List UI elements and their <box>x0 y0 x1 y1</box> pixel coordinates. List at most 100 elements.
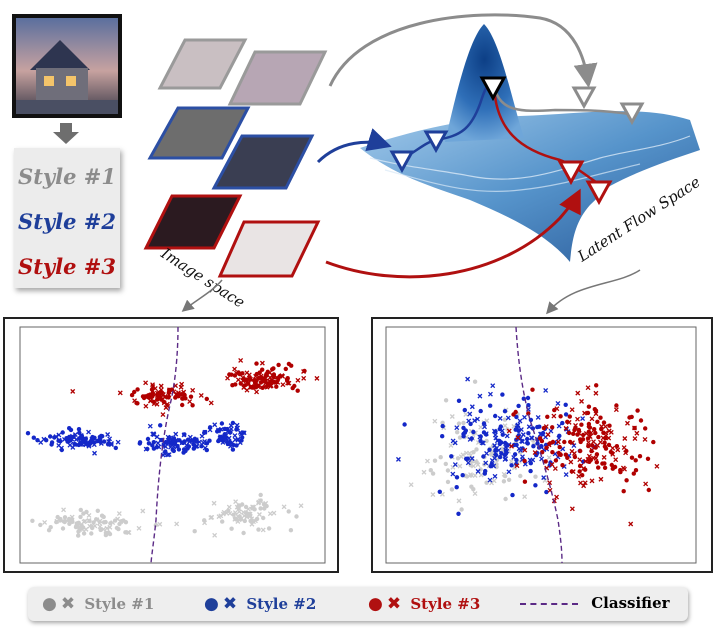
scatter-point-circle <box>500 392 505 397</box>
flow-markers <box>389 76 645 206</box>
scatter-point-cross <box>477 434 483 440</box>
scatter-point-circle <box>55 514 60 520</box>
scatter-point-circle <box>560 463 565 468</box>
scatter-point-cross <box>156 390 162 396</box>
scatter-point-cross <box>492 473 498 479</box>
scatter-point-cross <box>515 423 520 429</box>
scatter-point-cross <box>72 432 78 438</box>
scatter-point-cross <box>61 507 67 513</box>
scatter-point-circle <box>502 417 508 422</box>
scatter-point-cross <box>181 432 187 438</box>
scatter-point-circle <box>456 511 461 516</box>
scatter-point-circle <box>643 426 648 431</box>
scatter-point-cross <box>568 459 574 465</box>
scatter-point-circle <box>101 520 107 525</box>
scatter-point-circle <box>558 414 563 419</box>
scatter-point-circle <box>462 407 467 413</box>
scatter-point-cross <box>506 428 512 434</box>
scatter-point-cross <box>511 454 517 460</box>
scatter-point-cross <box>469 404 475 410</box>
scatter-point-circle <box>586 443 591 449</box>
scatter-point-cross <box>190 387 196 393</box>
scatter-point-cross <box>280 373 286 379</box>
scatter-point-cross <box>109 440 114 446</box>
scatter-point-circle <box>633 468 639 473</box>
scatter-point-cross <box>480 440 486 446</box>
scatter-point-cross <box>578 480 583 486</box>
scatter-point-cross <box>606 435 612 441</box>
scatter-point-cross <box>515 435 521 441</box>
scatter-point-cross <box>467 436 473 442</box>
scatter-point-circle <box>461 420 466 426</box>
scatter-point-cross <box>487 477 493 483</box>
scatter-point-cross <box>555 439 561 445</box>
scatter-point-cross <box>463 411 469 417</box>
scatter-point-circle <box>525 395 531 401</box>
scatter-point-cross <box>83 526 89 532</box>
scatter-point-circle <box>610 466 615 471</box>
source-house-photo <box>12 14 122 118</box>
scatter-point-circle <box>258 492 263 498</box>
scatter-point-cross <box>73 437 79 442</box>
scatter-point-circle <box>166 395 171 400</box>
scatter-point-cross <box>430 492 436 498</box>
scatter-point-cross <box>490 383 496 389</box>
scatter-point-circle <box>586 404 592 409</box>
scatter-point-cross <box>215 428 221 434</box>
scatter-point-circle <box>248 377 253 382</box>
scatter-point-circle <box>589 448 594 454</box>
scatter-point-circle <box>565 455 570 460</box>
scatter-point-cross <box>582 410 588 416</box>
scatter-point-circle <box>618 469 623 475</box>
scatter-point-cross <box>90 437 96 443</box>
scatter-point-circle <box>572 454 578 460</box>
scatter-point-circle <box>240 371 245 376</box>
scatter-point-circle <box>194 439 199 444</box>
scatter-point-circle <box>645 456 651 461</box>
scatter-point-circle <box>539 444 544 449</box>
scatter-point-circle <box>64 436 69 441</box>
scatter-point-cross <box>211 500 217 506</box>
callout-arrows <box>181 269 641 315</box>
scatter-point-cross <box>598 439 603 445</box>
scatter-point-circle <box>226 508 231 513</box>
scatter-point-circle <box>258 506 263 511</box>
legend: ●✖ Style #1 ●✖ Style #2 ●✖ Style #3 Clas… <box>28 587 688 621</box>
scatter-point-circle <box>593 445 598 450</box>
scatter-point-cross <box>586 453 592 459</box>
scatter-point-circle <box>607 423 612 428</box>
scatter-point-cross <box>212 532 218 538</box>
scatter-point-cross <box>549 462 555 467</box>
scatter-point-circle <box>76 533 81 538</box>
scatter-point-circle <box>528 461 533 466</box>
scatter-point-cross <box>621 445 627 451</box>
scatter-point-circle <box>530 426 536 431</box>
scatter-point-circle <box>288 528 294 533</box>
scatter-point-circle <box>568 439 573 445</box>
scatter-point-circle <box>562 439 567 445</box>
scatter-point-cross <box>601 454 607 460</box>
scatter-point-cross <box>237 430 243 435</box>
scatter-point-circle <box>241 376 247 382</box>
scatter-point-cross <box>140 508 146 514</box>
scatter-point-circle <box>533 474 538 479</box>
scatter-point-cross <box>478 424 484 430</box>
scatter-point-cross <box>497 415 503 421</box>
scatter-point-circle <box>252 385 257 390</box>
scatter-point-cross <box>463 450 469 456</box>
scatter-point-circle <box>113 445 119 451</box>
scatter-point-cross <box>254 389 260 395</box>
scatter-point-circle <box>230 383 235 388</box>
scatter-point-circle <box>158 423 163 428</box>
scatter-point-cross <box>235 513 241 519</box>
scatter-point-circle <box>484 438 489 444</box>
scatter-point-cross <box>610 445 616 451</box>
scatter-point-cross <box>202 520 208 526</box>
down-arrow-icon <box>53 123 79 144</box>
scatter-point-circle <box>256 527 261 532</box>
scatter-point-cross <box>608 429 614 435</box>
style-label-panel: Style #1 Style #2 Style #3 <box>14 148 120 288</box>
scatter-point-cross <box>520 454 525 460</box>
scatter-point-cross <box>150 384 156 389</box>
scatter-point-cross <box>285 380 291 386</box>
